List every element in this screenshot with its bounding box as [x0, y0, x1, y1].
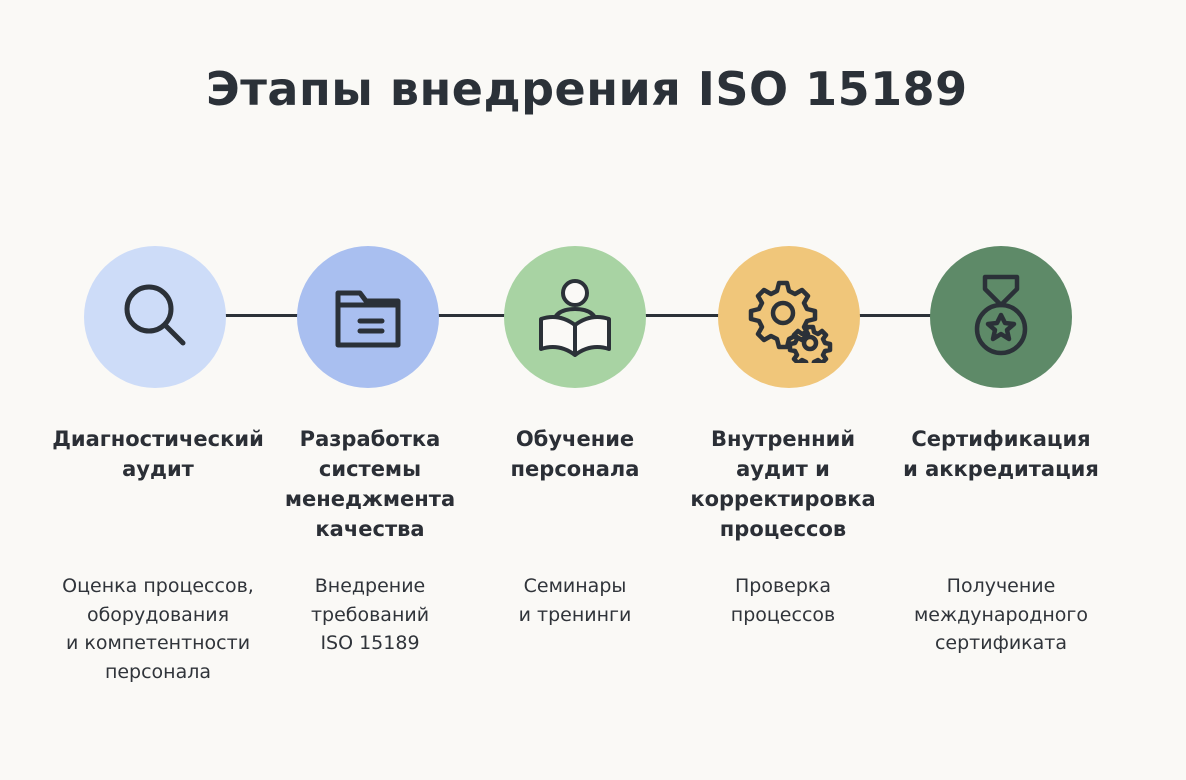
- step-3-title: Обучение персонала: [510, 427, 640, 481]
- step-certification: Сертификация и аккредитация Получение ме…: [881, 0, 1121, 780]
- step-1-description: Оценка процессов, оборудования и компете…: [62, 575, 254, 683]
- step-5-description: Получение международного сертификата: [913, 575, 1089, 654]
- step-5-title: Сертификация и аккредитация: [903, 427, 1099, 481]
- step-1-circle: [84, 246, 226, 388]
- step-4-circle: [718, 246, 860, 388]
- magnifier-icon: [124, 284, 186, 346]
- step-5-circle: [930, 246, 1072, 388]
- step-2-title: Разработка системы менеджмента качества: [284, 427, 456, 541]
- step-2-circle: [297, 246, 439, 388]
- person-reading-icon: [539, 279, 611, 357]
- folder-icon: [335, 290, 401, 348]
- gears-icon: [748, 280, 833, 363]
- medal-icon: [974, 274, 1028, 356]
- step-internal-audit: Внутренний аудит и корректировка процесс…: [663, 0, 903, 780]
- step-diagnostic-audit: Диагностический аудит Оценка процессов, …: [38, 0, 278, 780]
- step-3-description: Семинары и тренинги: [518, 575, 632, 626]
- step-4-title: Внутренний аудит и корректировка процесс…: [690, 427, 876, 541]
- step-1-title: Диагностический аудит: [52, 427, 264, 481]
- step-2-description: Внедрение требований ISO 15189: [310, 575, 430, 654]
- page-title: Этапы внедрения ISO 15189: [206, 62, 968, 116]
- step-4-description: Проверка процессов: [730, 575, 836, 626]
- step-qms-development: Разработка системы менеджмента качества …: [250, 0, 490, 780]
- step-staff-training: Обучение персонала Семинары и тренинги: [455, 0, 695, 780]
- step-3-circle: [504, 246, 646, 388]
